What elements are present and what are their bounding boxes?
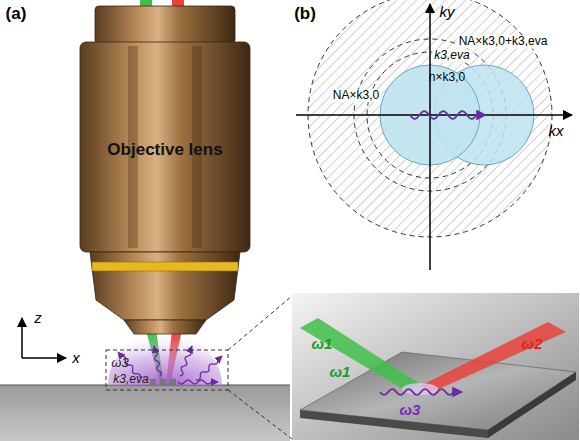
axis-label: z <box>34 310 42 327</box>
axis-label: x <box>72 350 80 367</box>
objective-lens-part <box>80 42 250 252</box>
k-space-part <box>429 4 431 270</box>
frequency-label: ω1 <box>330 364 351 381</box>
axis-label: kx <box>549 123 564 140</box>
near-field-glow-part <box>160 379 166 385</box>
panel-letter: (b) <box>294 5 316 24</box>
circle-label: k3,eva <box>432 49 471 62</box>
panel-letter: (a) <box>6 5 27 24</box>
axes-a <box>22 318 66 358</box>
zoom-box-part <box>106 350 228 390</box>
circle-label: NA×k3,0+k3,eva <box>457 35 550 48</box>
near-field-glow-part-part <box>178 380 218 384</box>
near-field-glow-part <box>150 379 156 385</box>
near-field-glow-part <box>170 379 176 385</box>
inset-panel <box>292 293 579 440</box>
inset-panel-part <box>380 389 462 395</box>
axis-label: ky <box>440 4 455 21</box>
inset-panel-part <box>420 322 566 392</box>
inset-panel-part <box>488 372 576 438</box>
axes-a-part <box>21 318 23 358</box>
ground-slab <box>0 385 290 441</box>
circle-label: NA×k3,0 <box>331 89 381 102</box>
objective-lens <box>80 6 250 334</box>
k-space <box>296 0 572 270</box>
lens-label: Objective lens <box>107 141 222 160</box>
frequency-label: ω2 <box>522 336 543 353</box>
zoom-box-part <box>228 390 292 439</box>
k-space-part <box>296 114 572 116</box>
inset-panel-part <box>292 293 579 440</box>
frequency-label: ω3 <box>111 356 128 370</box>
objective-lens-part <box>124 320 206 334</box>
objective-lens-part <box>90 252 240 320</box>
wavevector-label: k3,eva <box>113 373 148 386</box>
inset-panel-part <box>300 318 420 392</box>
circle-label: n×k3,0 <box>429 71 465 84</box>
inset-panel-part-part <box>380 389 462 395</box>
k-space-part <box>410 111 486 119</box>
frequency-label: ω1 <box>312 336 333 353</box>
near-field-glow-part-part <box>196 356 222 380</box>
zoom-box <box>106 296 292 439</box>
objective-lens-part <box>95 6 235 44</box>
k-space-part-part <box>410 111 486 119</box>
axes-a-part <box>22 357 66 359</box>
objective-lens-part <box>92 262 238 271</box>
inset-panel-part <box>300 410 488 438</box>
ground-slab-part <box>0 385 290 441</box>
zoom-box-part <box>228 296 292 350</box>
frequency-label: ω3 <box>400 402 421 419</box>
